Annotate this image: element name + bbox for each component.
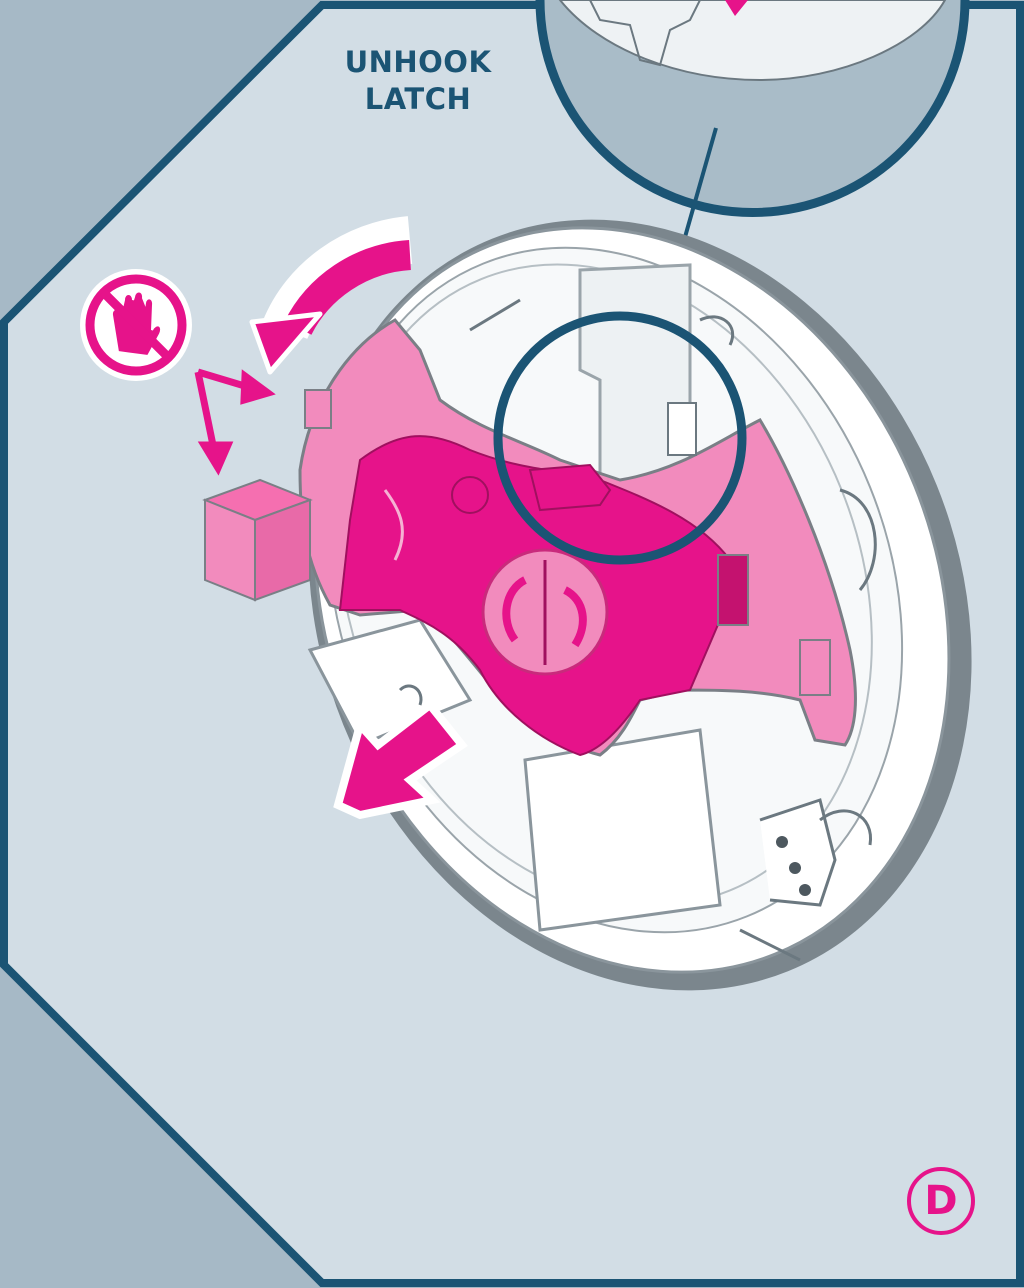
connector-block	[205, 480, 310, 600]
step-badge: D	[907, 1167, 975, 1235]
callout-label: UNHOOK LATCH	[318, 44, 518, 118]
callout-line-2: LATCH	[318, 81, 518, 118]
callout-line-1: UNHOOK	[318, 44, 518, 81]
no-hand-touch-icon	[80, 269, 192, 381]
